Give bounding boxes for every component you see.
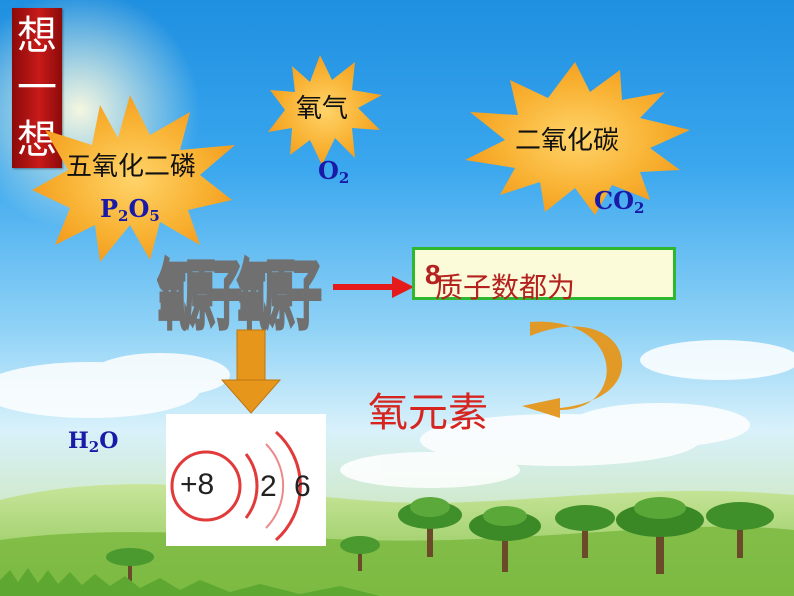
burst-o2: [268, 55, 382, 165]
o2-formula: O2: [318, 156, 350, 187]
orange-curved-arrow: [522, 321, 623, 418]
co2-name: 二氧化碳: [515, 126, 620, 156]
red-right-arrow: [333, 276, 414, 298]
atom-shells: [170, 430, 302, 542]
p2o5-formula: P2O5: [100, 194, 160, 225]
clouds: [0, 340, 794, 488]
shell-1-electrons: 2: [260, 470, 277, 503]
atom-structure-diagram: +8 2 6: [166, 414, 326, 546]
oxygen-atom-wordart-text: 氧原子氧原子: [157, 250, 322, 342]
shell-2-electrons: 6: [294, 470, 311, 503]
nucleus-circle: [170, 450, 242, 522]
o2-name: 氧气: [296, 94, 349, 124]
sidebar-char-2: 一: [17, 65, 57, 111]
p2o5-name: 五氧化二磷: [66, 152, 197, 182]
trees: [106, 497, 774, 581]
shell-2-arc: [275, 430, 302, 542]
grass: [0, 568, 380, 596]
burst-co2: [465, 62, 690, 215]
oxygen-atom-wordart: 氧原子氧原子: [157, 238, 328, 342]
sidebar-char-3: 想: [17, 117, 57, 163]
oxygen-element-label: 氧元素: [368, 390, 488, 436]
nucleus-charge: +8: [180, 468, 215, 501]
shell-1-arc: [244, 453, 259, 519]
sidebar-char-1: 想: [17, 13, 57, 59]
orange-down-arrow: [220, 329, 282, 414]
h2o-formula: H2O: [68, 428, 119, 456]
co2-formula: CO2: [594, 186, 645, 217]
burst-p2o5: [32, 95, 235, 262]
